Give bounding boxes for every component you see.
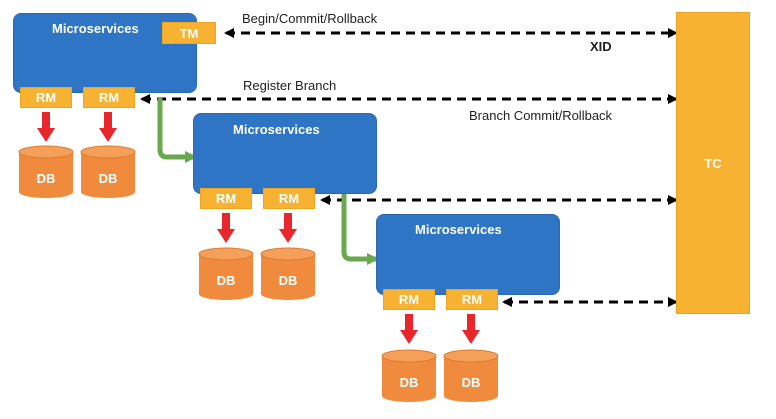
rm-box: RM — [83, 87, 135, 108]
db-arrows — [37, 112, 480, 344]
rm-db-arrow — [99, 112, 117, 142]
db-label: DB — [461, 375, 481, 390]
register-branch-label: Register Branch — [243, 78, 337, 93]
tm-box: TM — [162, 22, 216, 44]
begin-commit-rollback-label: Begin/Commit/Rollback — [242, 11, 378, 26]
db-cylinder — [381, 349, 437, 402]
rm-db-arrow — [37, 112, 55, 142]
db-label: DB — [36, 171, 56, 186]
call-arrow-2 — [341, 190, 379, 265]
tc-box: TC — [676, 12, 750, 314]
microservice-2-title: Microservices — [233, 122, 320, 137]
db-label: DB — [98, 171, 118, 186]
db-cylinder — [260, 247, 316, 300]
db-label: DB — [278, 273, 298, 288]
db-label: DB — [216, 273, 236, 288]
branch-commit-rollback-label: Branch Commit/Rollback — [469, 108, 613, 123]
microservice-3-title: Microservices — [415, 222, 502, 237]
rm-db-arrow — [462, 314, 480, 344]
microservice-1-title: Microservices — [52, 21, 139, 36]
xid-label: XID — [590, 39, 612, 54]
rm-db-arrow — [400, 314, 418, 344]
rm-box: RM — [263, 188, 315, 209]
rm-box: RM — [20, 87, 72, 108]
db-cylinder — [198, 247, 254, 300]
rm-box: RM — [446, 289, 498, 310]
db-cylinders — [18, 145, 499, 402]
microservice-3 — [376, 214, 560, 295]
rm-box: RM — [383, 289, 435, 310]
rm-db-arrow — [217, 213, 235, 243]
rm-db-arrow — [279, 213, 297, 243]
rm-box: RM — [200, 188, 252, 209]
db-label: DB — [399, 375, 419, 390]
db-cylinder — [443, 349, 499, 402]
db-cylinder — [80, 145, 136, 198]
call-arrow-1 — [157, 97, 197, 163]
microservice-2 — [193, 113, 377, 194]
db-cylinder — [18, 145, 74, 198]
